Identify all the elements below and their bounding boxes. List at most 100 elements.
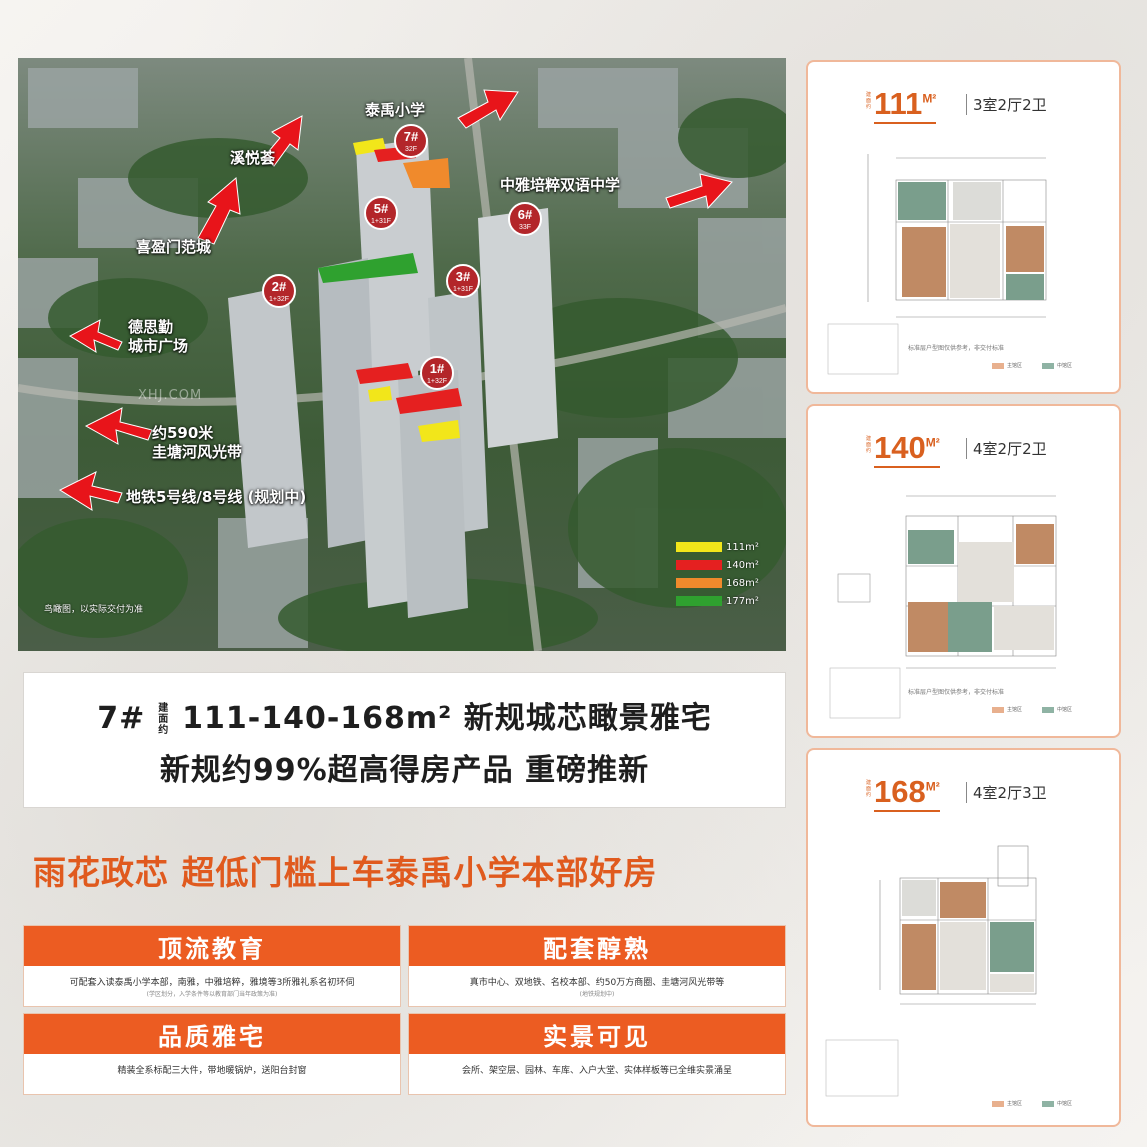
legend-label: 140m² xyxy=(726,559,759,571)
building-tag-5-floors: 1+31F xyxy=(370,218,392,225)
floorplan-key-a: 主馆区 xyxy=(992,362,1022,369)
floorplan-card-168: 建面约 168M² 4室2厅3卫 主馆区 中馆区 xyxy=(806,748,1121,1127)
floorplan-rooms: 3室2厅2卫 xyxy=(966,94,1047,115)
unit-area-legend: 111m² 140m² 168m² 177m² xyxy=(676,538,759,610)
key-label: 主馆区 xyxy=(1007,707,1023,713)
building-tag-5-num: 5# xyxy=(373,201,389,216)
card-band xyxy=(24,1014,400,1054)
legend-swatch-yellow xyxy=(676,542,722,552)
floorplan-disclaimer: 标准层户型图仅供参考，非交付标准 xyxy=(908,689,1005,696)
building-tag-6: 6# 33F xyxy=(508,202,542,236)
card-title: 配套醇熟 xyxy=(543,935,651,963)
floorplan-key-a: 主馆区 xyxy=(992,706,1022,713)
key-label: 主馆区 xyxy=(1007,1101,1023,1107)
floorplan-card-140: 建面约 140M² 4室2厅2卫 标准层户型图仅供参考，非交付标准 主馆区 中馆… xyxy=(806,404,1121,738)
building-tag-2-num: 2# xyxy=(271,279,287,294)
floorplan-area-num: 111 xyxy=(874,86,923,121)
card-desc: 真市中心、双地铁、名校本部、约50万方商圈、圭塘河风光带等 xyxy=(469,978,725,988)
headline-building: 7# xyxy=(97,701,146,736)
slogan: 雨花政芯 超低门槛上车泰禹小学本部好房 xyxy=(33,853,658,892)
callout-guitang-line1: 约590米 xyxy=(152,424,214,442)
floorplan-area: 168M² xyxy=(874,774,940,812)
floorplan-rooms: 4室2厅2卫 xyxy=(966,438,1047,459)
building-tag-2: 2# 1+32F xyxy=(262,274,296,308)
callout-desiqin-line2: 城市广场 xyxy=(128,337,189,355)
floorplan-area-unit: M² xyxy=(922,91,937,106)
feature-card-amenities: 配套醇熟 真市中心、双地铁、名校本部、约50万方商圈、圭塘河风光带等 (地铁规划… xyxy=(408,925,786,1007)
headline-est-label: 建面约 xyxy=(158,703,170,736)
floorplan-area-unit: M² xyxy=(925,435,940,450)
legend-swatch-orange xyxy=(676,578,722,588)
legend-label: 168m² xyxy=(726,577,759,589)
card-title: 实景可见 xyxy=(543,1023,651,1051)
callout-desiqin-line1: 德思勤 xyxy=(128,318,174,336)
key-swatch-green xyxy=(1042,706,1054,713)
legend-item-168: 168m² xyxy=(676,574,759,592)
card-note: (学区划分，入学条件等以教育部门当年政策为准) xyxy=(146,991,278,998)
card-desc: 可配套入读泰禹小学本部，南雅，中雅培粹，雅境等3所雅礼系名初环伺 xyxy=(69,978,355,988)
headline-line2: 新规约99%超高得房产品 重磅推新 xyxy=(159,753,650,788)
key-swatch-orange xyxy=(992,706,1004,713)
legend-item-111: 111m² xyxy=(676,538,759,556)
card-title: 顶流教育 xyxy=(158,935,266,963)
legend-swatch-green xyxy=(676,596,722,606)
floorplan-area: 140M² xyxy=(874,430,940,468)
key-swatch-green xyxy=(1042,362,1054,369)
floorplan-drawing xyxy=(827,154,1047,375)
watermark: XHJ.COM xyxy=(138,388,203,403)
feature-card-quality: 品质雅宅 精装全系标配三大件，带地暖锅炉，送阳台封窗 xyxy=(23,1013,401,1095)
floorplan-rooms: 4室2厅3卫 xyxy=(966,782,1047,803)
aerial-disclaimer: 鸟瞰图，以实际交付为准 xyxy=(44,605,144,615)
floorplan-drawing xyxy=(829,495,1057,719)
callout-metro: 地铁5号线/8号线 (规划中) xyxy=(126,488,307,506)
building-tag-5: 5# 1+31F xyxy=(364,196,398,230)
floorplan-disclaimer: 标准层户型图仅供参考，非交付标准 xyxy=(908,345,1005,352)
floorplan-key-b: 中馆区 xyxy=(1042,362,1072,369)
building-tag-6-floors: 33F xyxy=(518,224,532,231)
callout-guitang-line2: 圭塘河风光带 xyxy=(152,443,243,461)
callout-xiyuehui: 溪悦荟 xyxy=(230,149,276,167)
floorplan-area: 111M² xyxy=(874,86,937,124)
key-label: 中馆区 xyxy=(1057,363,1073,369)
floorplan-key-b: 中馆区 xyxy=(1042,1100,1072,1107)
card-desc: 精装全系标配三大件，带地暖锅炉，送阳台封窗 xyxy=(117,1066,307,1076)
key-label: 中馆区 xyxy=(1057,707,1073,713)
building-tag-1-floors: 1+32F xyxy=(426,378,448,385)
building-tag-3-num: 3# xyxy=(455,269,471,284)
building-tag-7-num: 7# xyxy=(403,129,419,144)
floorplan-est-label: 建面约 xyxy=(866,92,872,110)
key-swatch-orange xyxy=(992,1100,1004,1107)
building-tag-2-floors: 1+32F xyxy=(268,296,290,303)
callout-desiqin: 德思勤 城市广场 xyxy=(128,318,188,356)
floorplan-est-label: 建面约 xyxy=(866,436,872,454)
headline-line1: 7# 建面约 111-140-168m² 新规城芯瞰景雅宅 xyxy=(24,693,785,737)
building-tag-7: 7# 32F xyxy=(394,124,428,158)
callout-xiyingmen: 喜盈门范城 xyxy=(136,238,212,256)
building-tag-1: 1# 1+32F xyxy=(420,356,454,390)
card-desc: 会所、架空层、园林、车库、入户大堂、实体样板等已全维实景涌呈 xyxy=(461,1066,732,1076)
legend-swatch-red xyxy=(676,560,722,570)
legend-label: 111m² xyxy=(726,541,759,553)
floorplan-est-label: 建面约 xyxy=(866,780,872,798)
card-band xyxy=(24,926,400,966)
callout-guitang: 约590米 圭塘河风光带 xyxy=(152,424,242,462)
building-tag-7-floors: 32F xyxy=(404,146,418,153)
card-note: (地铁规划中) xyxy=(579,991,615,998)
aerial-scene xyxy=(18,58,786,651)
headline-box: 7# 建面约 111-140-168m² 新规城芯瞰景雅宅 新规约99%超高得房… xyxy=(23,672,786,808)
card-title: 品质雅宅 xyxy=(158,1023,266,1051)
floorplan-area-unit: M² xyxy=(925,779,940,794)
card-band xyxy=(409,926,785,966)
floorplan-key-a: 主馆区 xyxy=(992,1100,1022,1107)
legend-label: 177m² xyxy=(726,595,759,607)
floorplan-drawing xyxy=(825,845,1037,1097)
aerial-rendering: 泰禹小学 溪悦荟 喜盈门范城 中雅培粹双语中学 德思勤 城市广场 约590米 圭… xyxy=(18,58,786,651)
callout-zhongya: 中雅培粹双语中学 xyxy=(500,176,621,194)
key-label: 中馆区 xyxy=(1057,1101,1073,1107)
building-tag-3-floors: 1+31F xyxy=(452,286,474,293)
feature-card-showcase: 实景可见 会所、架空层、园林、车库、入户大堂、实体样板等已全维实景涌呈 xyxy=(408,1013,786,1095)
key-swatch-orange xyxy=(992,362,1004,369)
floorplan-card-111: 建面约 111M² 3室2厅2卫 标准层户型图仅供参考，非交付标准 主馆区 中馆… xyxy=(806,60,1121,394)
card-band xyxy=(409,1014,785,1054)
floorplan-area-num: 140 xyxy=(874,430,926,465)
